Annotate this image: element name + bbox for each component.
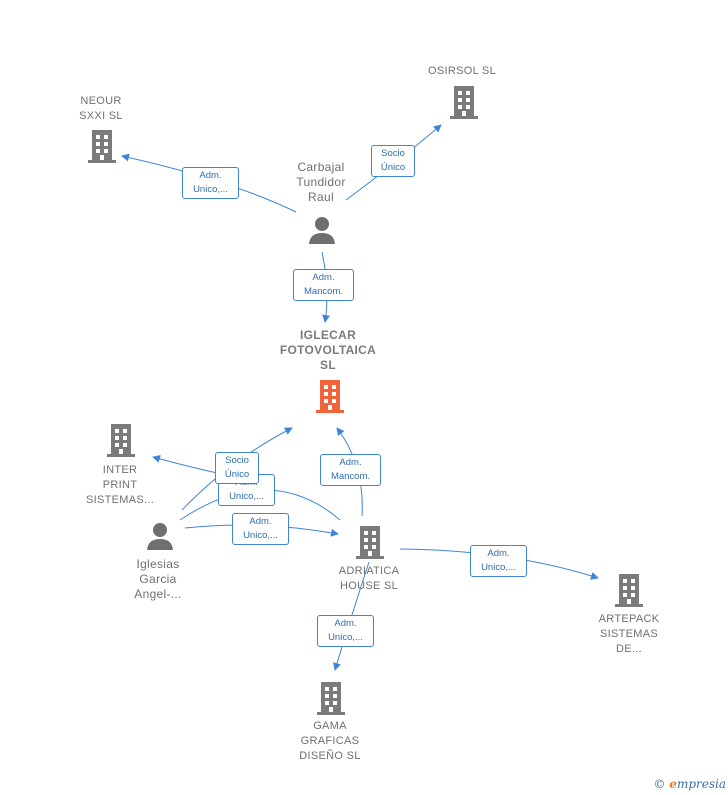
node-label-carbajal: Carbajal Tundidor Raul — [296, 160, 346, 204]
node-label-adriatica: ADRIATICA HOUSE SL — [338, 565, 400, 592]
building-icon[interactable] — [105, 422, 137, 458]
brand-name: mpresia — [676, 777, 726, 791]
building-icon[interactable] — [354, 524, 386, 560]
node-label-iglecar: IGLECAR FOTOVOLTAICA SL — [279, 328, 377, 372]
edge-label-adriatica-artepack[interactable]: Adm. Unico,... — [470, 545, 527, 577]
node-label-iglesias: Iglesias Garcia Angel-... — [134, 557, 182, 601]
building-icon[interactable] — [315, 680, 347, 716]
building-icon[interactable] — [613, 572, 645, 608]
node-label-artepack: ARTEPACK SISTEMAS DE... — [598, 613, 660, 655]
copyright-symbol: © — [653, 777, 666, 791]
node-label-neour: NEOUR SXXI SL — [79, 95, 123, 122]
edge-label-carbajal-iglecar[interactable]: Adm. Mancom. — [293, 269, 354, 301]
node-label-osirsol: OSIRSOL SL — [427, 65, 496, 77]
node-label-inter-print: INTER PRINT SISTEMAS... — [85, 464, 155, 506]
edge-label-iglesias-adriatica[interactable]: Adm. Unico,... — [232, 513, 289, 545]
main-building-icon[interactable] — [314, 378, 346, 414]
edge-label-carbajal-osirsol[interactable]: Socio Único — [371, 145, 415, 177]
person-icon[interactable] — [144, 520, 176, 552]
edge-label-adriatica-gama[interactable]: Adm. Unico,... — [317, 615, 374, 647]
node-label-gama: GAMA GRAFICAS DISEÑO SL — [299, 720, 361, 762]
brand-logo: © empresia — [653, 777, 726, 791]
edge-label-adriatica-iglecar[interactable]: Adm. Mancom. — [320, 454, 381, 486]
brand-e: e — [669, 777, 677, 791]
edge-label-carbajal-neour[interactable]: Adm. Unico,... — [182, 167, 239, 199]
building-icon[interactable] — [86, 128, 118, 164]
building-icon[interactable] — [448, 84, 480, 120]
edge-label-iglesias-iglecar[interactable]: Socio Único — [215, 452, 259, 484]
person-icon[interactable] — [306, 214, 338, 246]
